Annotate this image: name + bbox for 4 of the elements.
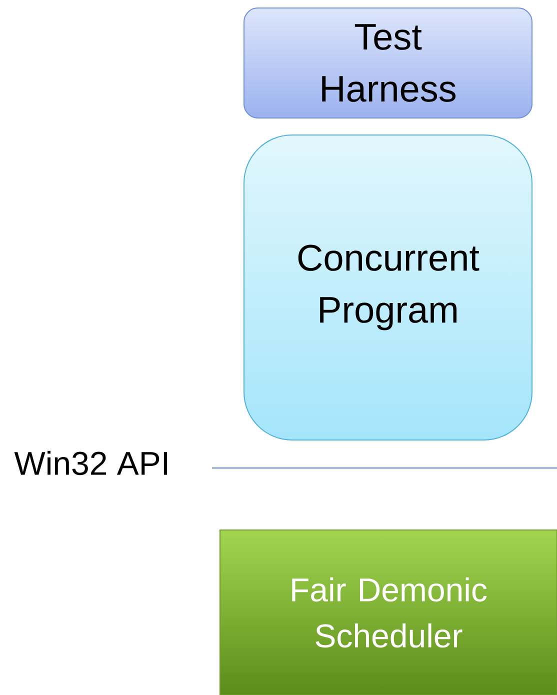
process-box: Fair Demonic Scheduler [220, 530, 557, 695]
layer-label: Win32 API [14, 450, 167, 476]
process-box: Concurrent Program [244, 134, 532, 440]
process-box: Test Harness [244, 8, 532, 118]
